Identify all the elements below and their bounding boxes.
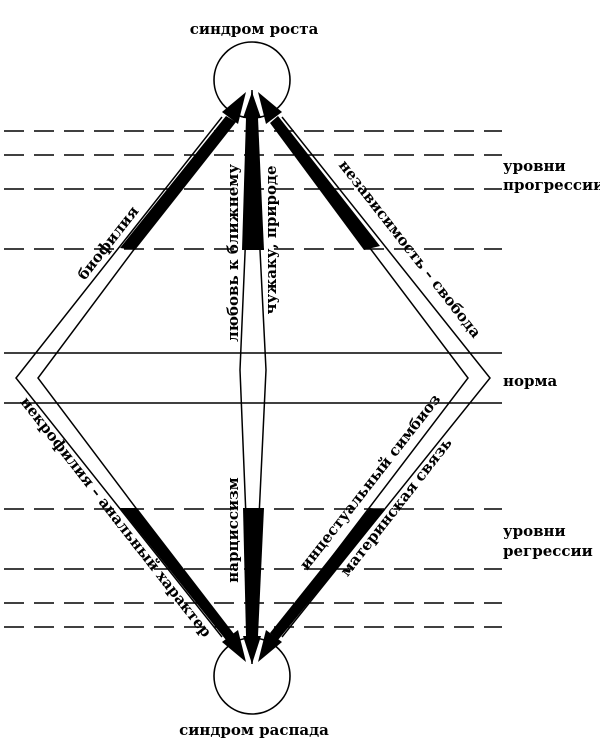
diamond-left-outer: [15, 116, 223, 638]
norm-lines: [4, 352, 502, 404]
love-label-1: любовь к ближнему: [224, 164, 242, 342]
norm-label: норма: [503, 372, 558, 390]
arrowhead-love: [243, 92, 261, 118]
wedge-independence: [270, 116, 380, 250]
wedge-narcissism: [243, 508, 264, 636]
regression-label-1: уровни: [503, 522, 566, 540]
node-decay-syndrome: [213, 637, 291, 715]
top-node-label: синдром роста: [190, 20, 319, 38]
wedge-necrophilia: [120, 508, 234, 640]
node-growth-syndrome: [213, 41, 291, 119]
wedge-biophilia: [120, 116, 236, 250]
arrowhead-narcissism: [243, 636, 261, 664]
diamond-left-inner: [37, 120, 231, 634]
wedge-symbiosis: [270, 508, 385, 640]
bottom-node-label: синдром распада: [179, 721, 329, 739]
arrowheads-bottom: [222, 630, 282, 664]
arrowhead-symbiosis: [258, 630, 282, 662]
arrowhead-necrophilia: [222, 630, 246, 662]
wedge-love: [242, 118, 264, 250]
progression-label-2: прогрессии: [503, 176, 600, 194]
narcissism-label: нарциссизм: [224, 477, 242, 582]
regression-label-2: регрессии: [503, 542, 593, 560]
progression-label-1: уровни: [503, 157, 566, 175]
wedges: [120, 116, 385, 640]
love-label-2: чужаку, природе: [262, 166, 280, 315]
